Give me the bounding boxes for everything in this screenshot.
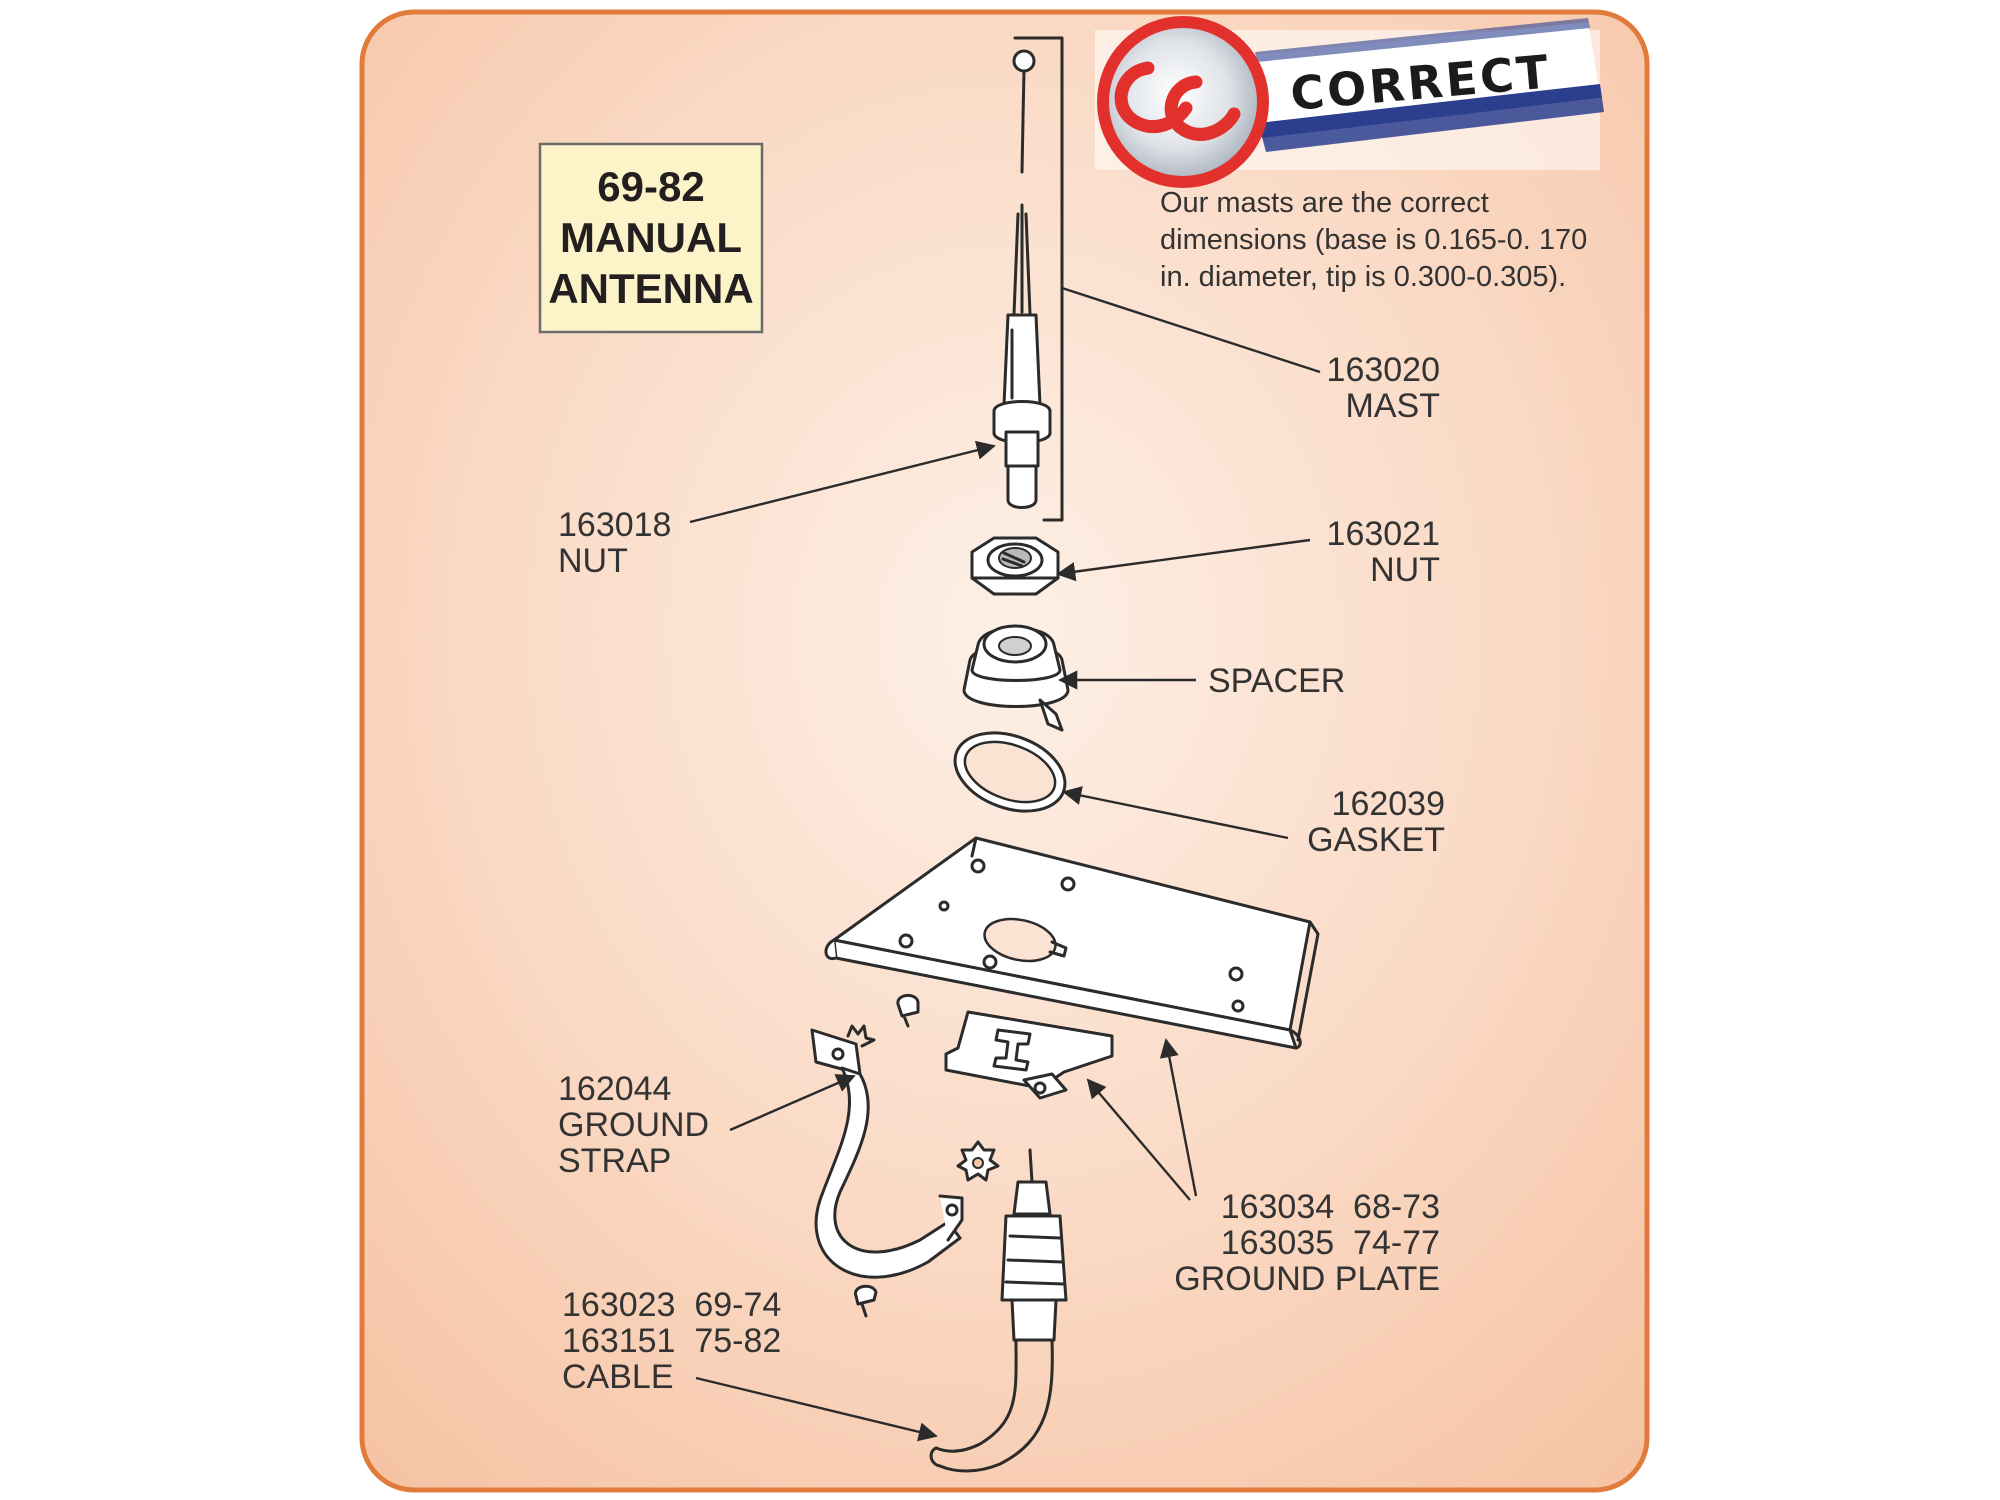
title-line-2: MANUAL: [560, 214, 742, 261]
label-cable-line2: 163151 75-82: [562, 1322, 781, 1360]
title-line-1: 69-82: [597, 163, 704, 210]
leader-ground-plate-a: [1159, 1038, 1198, 1197]
ground-plate-part: [824, 836, 1320, 1100]
label-gasket-number: 162039: [1332, 785, 1445, 823]
label-ground-plate-line1: 163034 68-73: [1221, 1188, 1440, 1226]
leader-mast-nut: [689, 440, 996, 524]
leader-ground-strap: [729, 1074, 856, 1132]
label-mast-nut-number: 163018: [558, 506, 671, 544]
gasket-part: [953, 731, 1067, 813]
note-line-2: dimensions (base is 0.165-0. 170: [1160, 224, 1587, 256]
leader-mast: [1061, 286, 1321, 374]
leader-ground-plate-b: [1086, 1078, 1191, 1201]
spacer-part: [962, 624, 1070, 732]
ground-strap-part: [810, 1024, 964, 1279]
label-nut-name: NUT: [1370, 551, 1440, 589]
label-cable-line1: 163023 69-74: [562, 1286, 781, 1324]
strap-screw-part: [854, 1284, 878, 1318]
label-ground-plate-line3: GROUND PLATE: [1174, 1260, 1440, 1298]
label-ground-strap-line2: GROUND: [558, 1106, 709, 1144]
label-ground-strap-line3: STRAP: [558, 1142, 671, 1180]
mast-part: [992, 49, 1052, 509]
label-spacer-name: SPACER: [1208, 662, 1345, 700]
note-line-1: Our masts are the correct: [1160, 187, 1489, 219]
title-box: 69-82 MANUAL ANTENNA: [538, 142, 764, 334]
label-cable-line3: CABLE: [562, 1358, 674, 1396]
label-mast-number: 163020: [1327, 351, 1440, 389]
cable-part: [929, 1148, 1068, 1473]
leader-nut: [1056, 538, 1311, 582]
label-mast-nut-name: NUT: [558, 542, 628, 580]
leader-cable: [695, 1376, 938, 1442]
label-ground-strap-number: 162044: [558, 1070, 671, 1108]
nut-part: [970, 536, 1060, 596]
leader-gasket: [1062, 786, 1289, 840]
label-mast-name: MAST: [1346, 387, 1440, 425]
title-line-3: ANTENNA: [548, 265, 753, 312]
note-line-3: in. diameter, tip is 0.300-0.305).: [1160, 261, 1566, 293]
plate-screw-part: [896, 994, 920, 1028]
label-gasket-name: GASKET: [1307, 821, 1445, 859]
label-ground-plate-line2: 163035 74-77: [1221, 1224, 1440, 1262]
mast-bracket: [1013, 36, 1064, 522]
cc-correct-logo-icon: CORRECT: [1095, 16, 1604, 188]
label-nut-number: 163021: [1327, 515, 1440, 553]
